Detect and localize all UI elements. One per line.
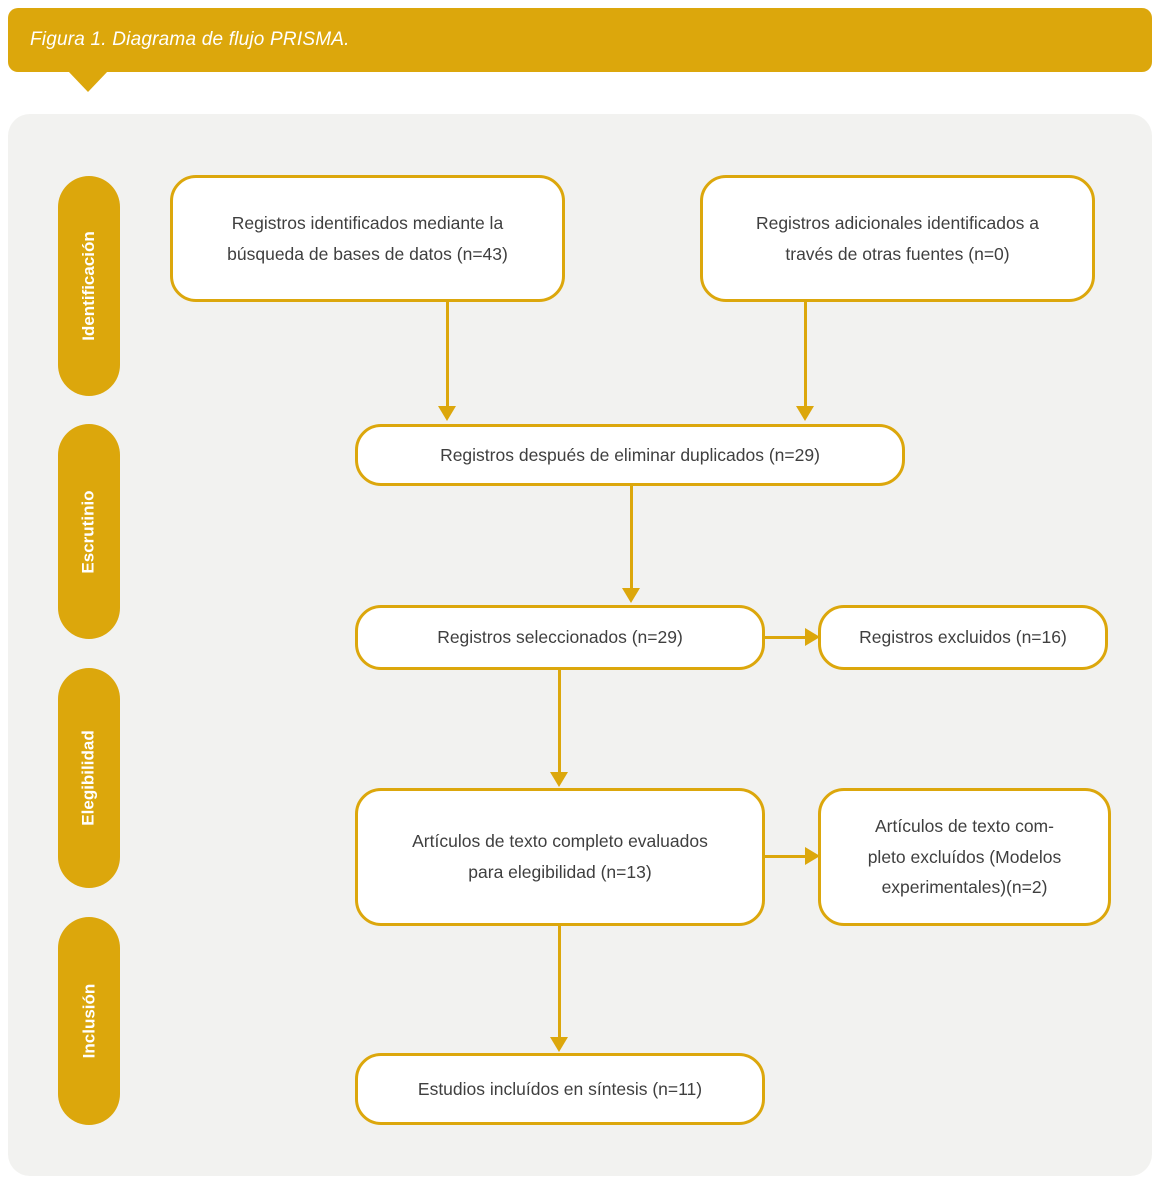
stage-pill-identificacion: Identificación: [58, 176, 120, 396]
connector-screened-to-fulltext: [558, 670, 561, 772]
caption-tail-pointer: [68, 71, 108, 92]
box-records-other-sources-text: Registros adicionales identificados a tr…: [755, 212, 1040, 264]
box-records-databases: Registros identificados mediante la búsq…: [170, 175, 565, 302]
stage-pill-inclusion: Inclusión: [58, 917, 120, 1125]
box-fulltext-excluded: Artículos de texto com- pleto excluídos …: [818, 788, 1111, 926]
connector-databases-to-duplicates: [446, 302, 449, 406]
connector-fulltext-to-included: [558, 926, 561, 1037]
box-records-screened: Registros seleccionados (n=29): [355, 605, 765, 670]
connector-other-sources-to-duplicates: [804, 302, 807, 406]
arrowhead-fulltext-to-included: [550, 1037, 568, 1052]
box-studies-included: Estudios incluídos en síntesis (n=11): [355, 1053, 765, 1125]
stage-label-inclusion: Inclusión: [79, 983, 98, 1059]
arrowhead-duplicates-to-screened: [622, 588, 640, 603]
box-records-screened-text: Registros seleccionados (n=29): [437, 627, 683, 648]
connector-duplicates-to-screened: [630, 486, 633, 588]
arrowhead-screened-to-excluded: [805, 628, 820, 646]
box-records-other-sources: Registros adicionales identificados a tr…: [700, 175, 1095, 302]
arrowhead-other-sources-to-duplicates: [796, 406, 814, 421]
box-records-after-duplicates-text: Registros después de eliminar duplicados…: [440, 444, 820, 465]
box-fulltext-excluded-text: Artículos de texto com- pleto excluídos …: [867, 816, 1062, 898]
box-records-after-duplicates: Registros después de eliminar duplicados…: [355, 424, 905, 486]
stage-pill-escrutinio: Escrutinio: [58, 424, 120, 639]
box-fulltext-assessed-text: Artículos de texto completo evaluados pa…: [412, 831, 708, 882]
connector-fulltext-to-excluded: [765, 855, 810, 858]
box-records-excluded-text: Registros excluidos (n=16): [859, 627, 1067, 648]
stage-label-identificacion: Identificación: [79, 231, 99, 341]
arrowhead-databases-to-duplicates: [438, 406, 456, 421]
box-records-excluded: Registros excluidos (n=16): [818, 605, 1108, 670]
stage-label-escrutinio: Escrutinio: [79, 489, 98, 574]
connector-screened-to-excluded: [765, 636, 810, 639]
figure-caption-text: Figura 1. Diagrama de flujo PRISMA.: [30, 29, 350, 50]
figure-caption-banner: Figura 1. Diagrama de flujo PRISMA.: [8, 8, 1152, 72]
box-records-databases-text: Registros identificados mediante la búsq…: [227, 212, 508, 264]
arrowhead-screened-to-fulltext: [550, 772, 568, 787]
box-studies-included-text: Estudios incluídos en síntesis (n=11): [417, 1078, 703, 1099]
arrowhead-fulltext-to-excluded: [805, 847, 820, 865]
stage-pill-elegibilidad: Elegibilidad: [58, 668, 120, 888]
stage-label-elegibilidad: Elegibilidad: [79, 730, 98, 826]
box-fulltext-assessed: Artículos de texto completo evaluados pa…: [355, 788, 765, 926]
